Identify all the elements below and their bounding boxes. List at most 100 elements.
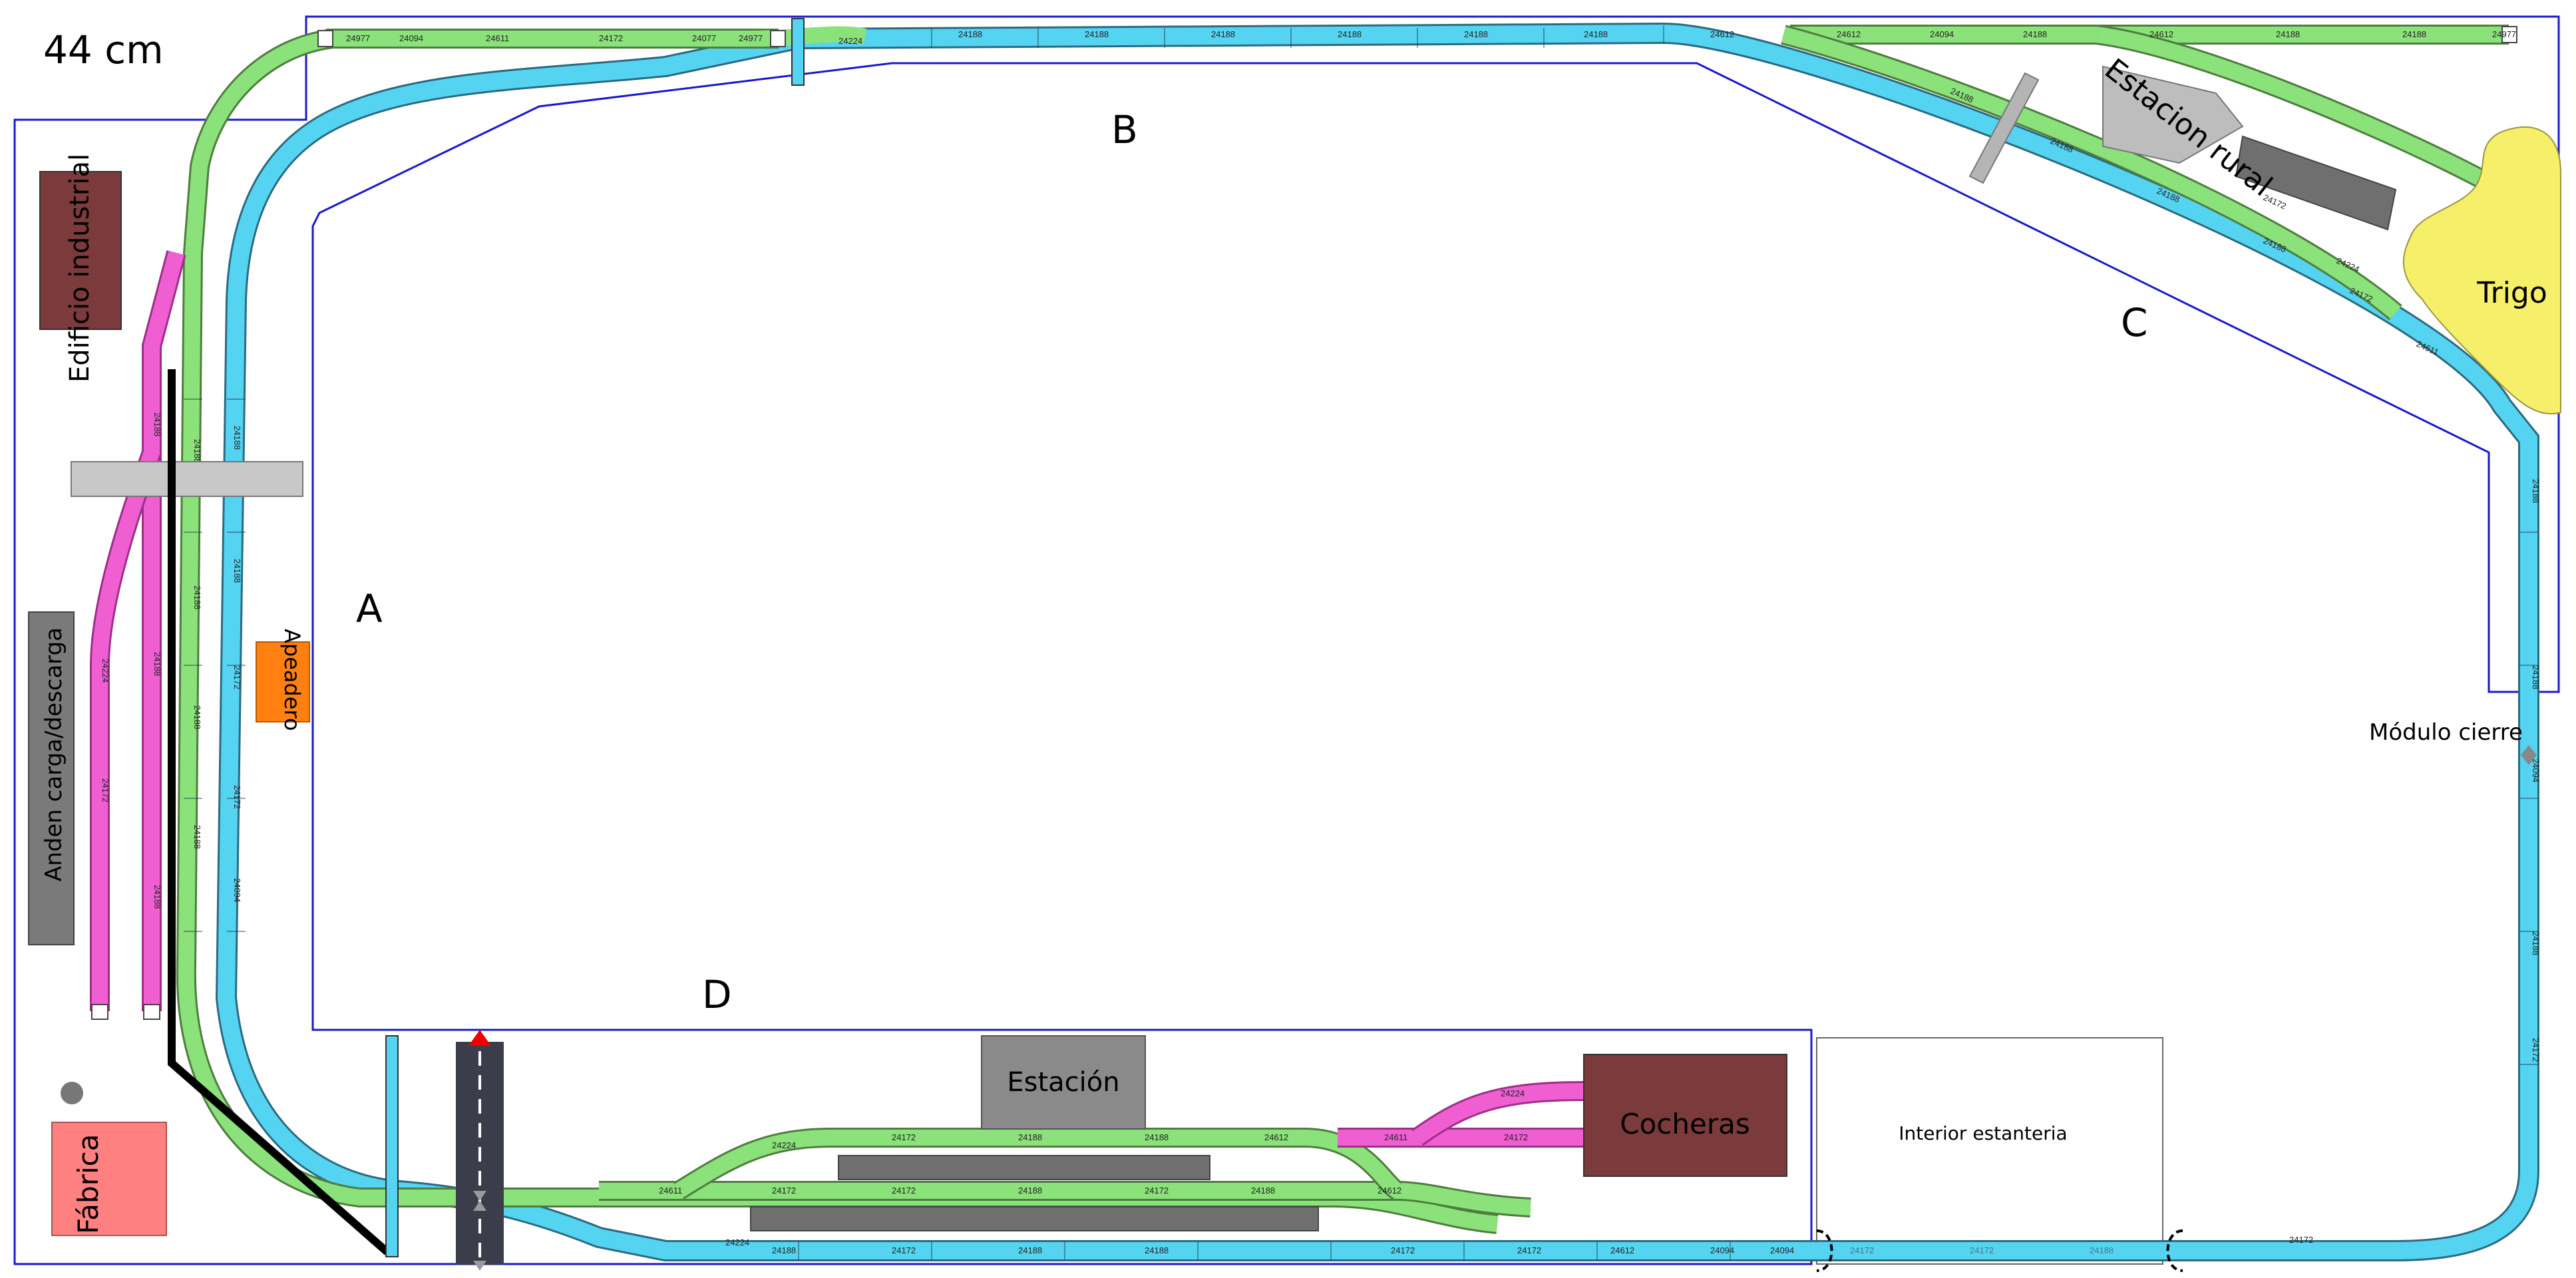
track-code: 24172 [1850,1245,1874,1255]
track-code: 24188 [1018,1186,1042,1196]
crossing-barrier-top [791,18,805,86]
track-code: 24094 [232,878,242,902]
track-code: 24612 [1837,29,1861,39]
track-code: 24188 [2531,479,2541,503]
size-label: 44 cm [43,27,164,73]
apeadero-block [256,641,310,722]
top-right-siding [1790,25,2509,192]
track-code: 24977 [739,33,763,43]
track-code: 24188 [2531,665,2541,689]
main-loop-track [215,22,2539,1261]
interior-estanteria-label: Interior estanteria [1899,1122,2067,1144]
track-code: 24094 [399,33,423,43]
track-code: 24188 [192,439,202,463]
track-code: 24188 [152,412,162,436]
track-code: 24224 [725,1237,749,1247]
industrial-siding [90,250,186,1011]
cocheras-label: Cocheras [1620,1108,1749,1140]
track-code: 24172 [1504,1132,1528,1142]
track-code: 24188 [232,426,242,450]
track-code: 24172 [772,1186,796,1196]
track-code: 24611 [659,1186,682,1196]
shelf-joiner-left [1816,1229,1833,1272]
track-code: 24172 [892,1245,916,1255]
track-code: 24188 [772,1245,796,1255]
track-code: 24172 [2289,1235,2313,1245]
track-code: 24172 [1970,1245,1994,1255]
edificio-industrial-block [39,171,122,330]
modulo-cierre-label: Módulo cierre [2369,719,2523,746]
track-code: 24172 [892,1132,916,1142]
crossing-barrier-left [385,1035,399,1257]
track-code: 24188 [1085,29,1109,39]
track-code: 24172 [232,665,242,689]
station-platform-2 [750,1206,1319,1231]
track-code: 24172 [232,785,242,809]
trigo-field [2402,126,2561,414]
rural-platform [2235,135,2397,231]
track-code: 24188 [192,825,202,849]
track-code: 24188 [1018,1245,1042,1255]
track-code: 24977 [346,33,370,43]
track-code: 24172 [100,778,110,802]
track-code: 24612 [1378,1186,1401,1196]
interior-estanteria-box [1816,1037,2163,1265]
green-siding-track [176,29,1499,1234]
track-code: 24188 [1251,1186,1275,1196]
track-code: 24172 [1145,1186,1169,1196]
track-code: 24612 [1610,1245,1634,1255]
track-code: 24077 [692,33,716,43]
section-d-label: D [702,972,732,1017]
track-code: 24188 [2531,931,2541,955]
track-code: 24094 [1770,1245,1794,1255]
track-code: 24188 [192,585,202,609]
track-code: 24612 [2149,29,2173,39]
track-code: 24172 [892,1186,916,1196]
apeadero-label: Apeadero [279,629,305,731]
section-a-label: A [356,586,383,631]
track-code: 24188 [1145,1132,1169,1142]
fabrica-label: Fábrica [72,1134,104,1234]
track-code: 24094 [1930,29,1954,39]
track-code: 24612 [1264,1132,1288,1142]
track-code: 24188 [2276,29,2300,39]
track-code: 24188 [1338,29,1362,39]
track-code: 24188 [2402,29,2426,39]
track-code: 24188 [958,29,982,39]
rural-bridge [1968,72,2040,184]
estacion-block [981,1035,1146,1130]
track-code: 24612 [1710,29,1734,39]
tree-marker [61,1082,83,1104]
track-code: 24172 [1391,1245,1415,1255]
trigo-label: Trigo [2476,276,2547,310]
track-code: 24172 [1517,1245,1541,1255]
track-code: 24611 [1384,1132,1407,1142]
shelf-joiner-right [2166,1229,2183,1272]
track-code: 24611 [486,33,509,43]
track-code: 24224 [100,659,110,683]
fabrica-block [51,1122,167,1236]
track-code: 24188 [2023,29,2047,39]
anden-label: Anden carga/descarga [41,627,67,881]
track-code: 24094 [2531,758,2541,782]
track-code: 24188 [1584,29,1608,39]
edificio-industrial-label: Edificio industrial [65,154,95,383]
track-code: 24172 [599,33,623,43]
track-code: 24172 [2531,1038,2541,1062]
tracks [90,22,2539,1261]
cocheras-block [1583,1054,1787,1177]
board-outline [13,15,2560,1265]
road [456,1030,504,1271]
track-code: 24224 [1501,1088,1525,1098]
fence-line [168,369,390,1255]
track-code: 24188 [2090,1245,2114,1255]
cocheras-siding [1338,1081,1584,1148]
track-code: 24188 [192,705,202,729]
track-code: 24188 [232,559,242,583]
track-code: 24224 [772,1140,796,1150]
track-code: 24188 [1018,1132,1042,1142]
track-code: 24224 [838,36,862,46]
track-code: 24188 [1145,1245,1169,1255]
top-left-siding [326,26,867,49]
track-code: 24188 [152,885,162,909]
